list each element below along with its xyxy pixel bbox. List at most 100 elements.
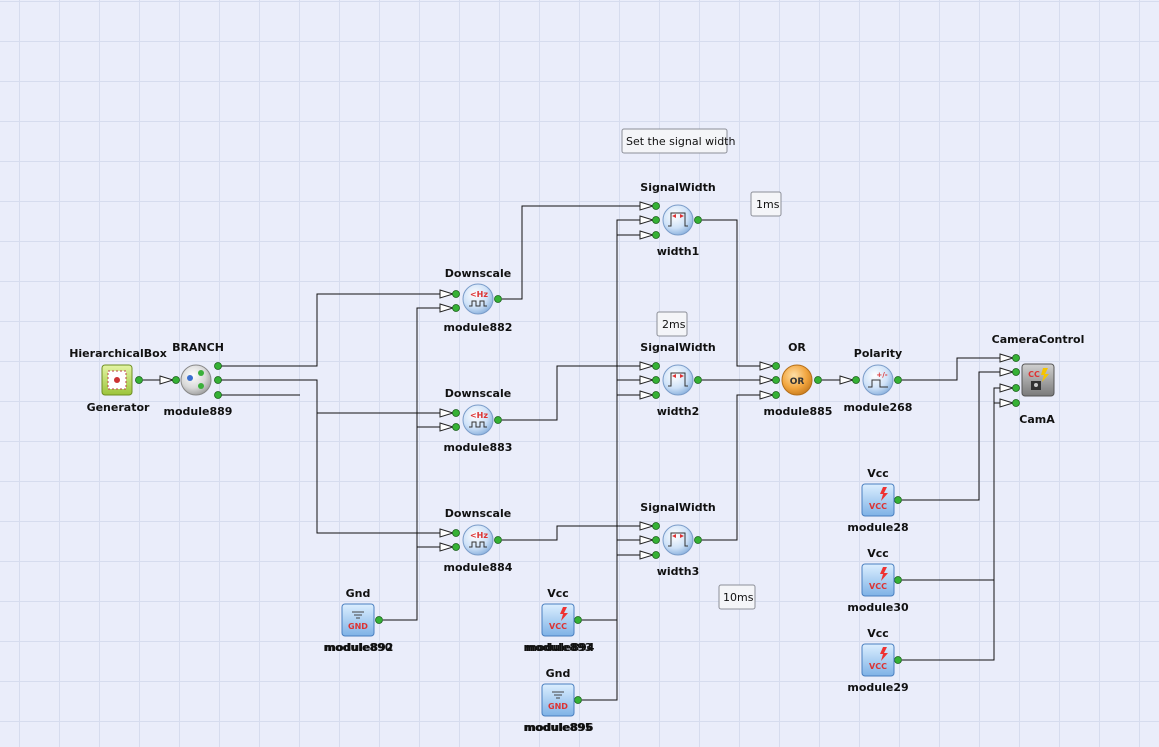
input-ports [159, 201, 1020, 560]
input-port-dot[interactable] [172, 376, 180, 384]
output-port[interactable] [494, 416, 502, 424]
input-port-dot[interactable] [652, 376, 660, 384]
input-port[interactable] [159, 375, 175, 385]
input-port-dot[interactable] [1012, 384, 1020, 392]
wire [316, 413, 440, 534]
input-port[interactable] [999, 367, 1015, 377]
input-port[interactable] [759, 375, 775, 385]
input-port[interactable] [639, 201, 655, 211]
input-port-dot[interactable] [772, 362, 780, 370]
input-port[interactable] [999, 398, 1015, 408]
module-vcc-mid[interactable]: Vcc VCC module893 module894 [524, 587, 595, 654]
module-camera-control[interactable]: CameraControl CC CamA [992, 333, 1085, 426]
input-port[interactable] [439, 528, 455, 538]
input-port-dot[interactable] [452, 423, 460, 431]
input-port[interactable] [639, 215, 655, 225]
module-polarity[interactable]: Polarity +/- module268 [844, 347, 913, 414]
input-port[interactable] [999, 383, 1015, 393]
input-port-dot[interactable] [452, 304, 460, 312]
output-port[interactable] [214, 376, 222, 384]
input-port-dot[interactable] [652, 231, 660, 239]
output-port[interactable] [135, 376, 143, 384]
module-generator[interactable]: HierarchicalBox Generator [69, 347, 167, 414]
input-port-dot[interactable] [772, 391, 780, 399]
module-width2[interactable]: SignalWidth width2 [640, 341, 715, 418]
input-port-dot[interactable] [652, 362, 660, 370]
output-port[interactable] [375, 616, 383, 624]
svg-text:OR: OR [788, 341, 806, 354]
output-port[interactable] [694, 376, 702, 384]
input-port-dot[interactable] [652, 202, 660, 210]
input-port[interactable] [639, 535, 655, 545]
input-port[interactable] [639, 230, 655, 240]
module-width1[interactable]: SignalWidth width1 [640, 181, 715, 258]
input-port-dot[interactable] [1012, 354, 1020, 362]
note-signal-width[interactable]: Set the signal width [621, 128, 735, 154]
input-port[interactable] [439, 542, 455, 552]
input-port-dot[interactable] [452, 529, 460, 537]
input-port[interactable] [439, 289, 455, 299]
input-port[interactable] [999, 353, 1015, 363]
output-port[interactable] [574, 696, 582, 704]
module-gnd-mid[interactable]: Gnd GND module895 module896 [524, 667, 594, 734]
input-port-dot[interactable] [652, 536, 660, 544]
input-port[interactable] [439, 422, 455, 432]
output-port[interactable] [574, 616, 582, 624]
input-port-dot[interactable] [652, 216, 660, 224]
input-port-dot[interactable] [1012, 399, 1020, 407]
output-port[interactable] [894, 656, 902, 664]
module-vcc-29[interactable]: Vcc VCC module29 [847, 627, 908, 694]
vcc-icon [861, 643, 895, 677]
module-downscale-883[interactable]: Downscale <Hz module883 [444, 387, 513, 454]
note-2ms[interactable]: 2ms [656, 311, 688, 337]
output-port[interactable] [894, 376, 902, 384]
input-port[interactable] [639, 390, 655, 400]
module-branch[interactable]: BRANCH module889 [164, 341, 233, 418]
output-port[interactable] [494, 536, 502, 544]
output-port[interactable] [494, 295, 502, 303]
svg-text:VCC: VCC [869, 502, 887, 511]
input-port-dot[interactable] [652, 391, 660, 399]
input-port[interactable] [639, 550, 655, 560]
module-width3[interactable]: SignalWidth width3 [640, 501, 715, 578]
svg-text:module885: module885 [764, 405, 833, 418]
input-port-dot[interactable] [852, 376, 860, 384]
input-port-dot[interactable] [452, 543, 460, 551]
wire [902, 357, 1000, 381]
vcc-icon [541, 603, 575, 637]
module-downscale-884[interactable]: Downscale <Hz module884 [444, 507, 513, 574]
input-port[interactable] [759, 390, 775, 400]
output-port[interactable] [694, 536, 702, 544]
input-port[interactable] [839, 375, 855, 385]
input-port-dot[interactable] [772, 376, 780, 384]
input-port[interactable] [639, 375, 655, 385]
output-port[interactable] [894, 496, 902, 504]
input-port-dot[interactable] [452, 409, 460, 417]
input-port[interactable] [439, 303, 455, 313]
input-port[interactable] [759, 361, 775, 371]
module-vcc-30[interactable]: Vcc VCC module30 [847, 547, 909, 614]
svg-text:module896: module896 [525, 721, 594, 734]
module-vcc-28[interactable]: Vcc VCC module28 [847, 467, 908, 534]
note-1ms[interactable]: 1ms [750, 191, 782, 217]
input-port[interactable] [439, 408, 455, 418]
output-port[interactable] [214, 362, 222, 370]
note-10ms[interactable]: 10ms [718, 584, 756, 610]
module-downscale-882[interactable]: Downscale <Hz module882 [444, 267, 513, 334]
branch-icon [180, 364, 212, 396]
output-port[interactable] [694, 216, 702, 224]
output-port[interactable] [814, 376, 822, 384]
svg-text:Gnd: Gnd [346, 587, 371, 600]
output-port[interactable] [214, 391, 222, 399]
output-port[interactable] [894, 576, 902, 584]
input-port-dot[interactable] [452, 290, 460, 298]
svg-text:SignalWidth: SignalWidth [640, 341, 715, 354]
input-port-dot[interactable] [652, 522, 660, 530]
module-gnd-left[interactable]: Gnd GND module890 module892 [324, 587, 394, 654]
input-port[interactable] [639, 361, 655, 371]
input-port-dot[interactable] [652, 551, 660, 559]
module-or[interactable]: OR OR module885 [764, 341, 833, 418]
input-port-dot[interactable] [1012, 368, 1020, 376]
input-port[interactable] [639, 521, 655, 531]
